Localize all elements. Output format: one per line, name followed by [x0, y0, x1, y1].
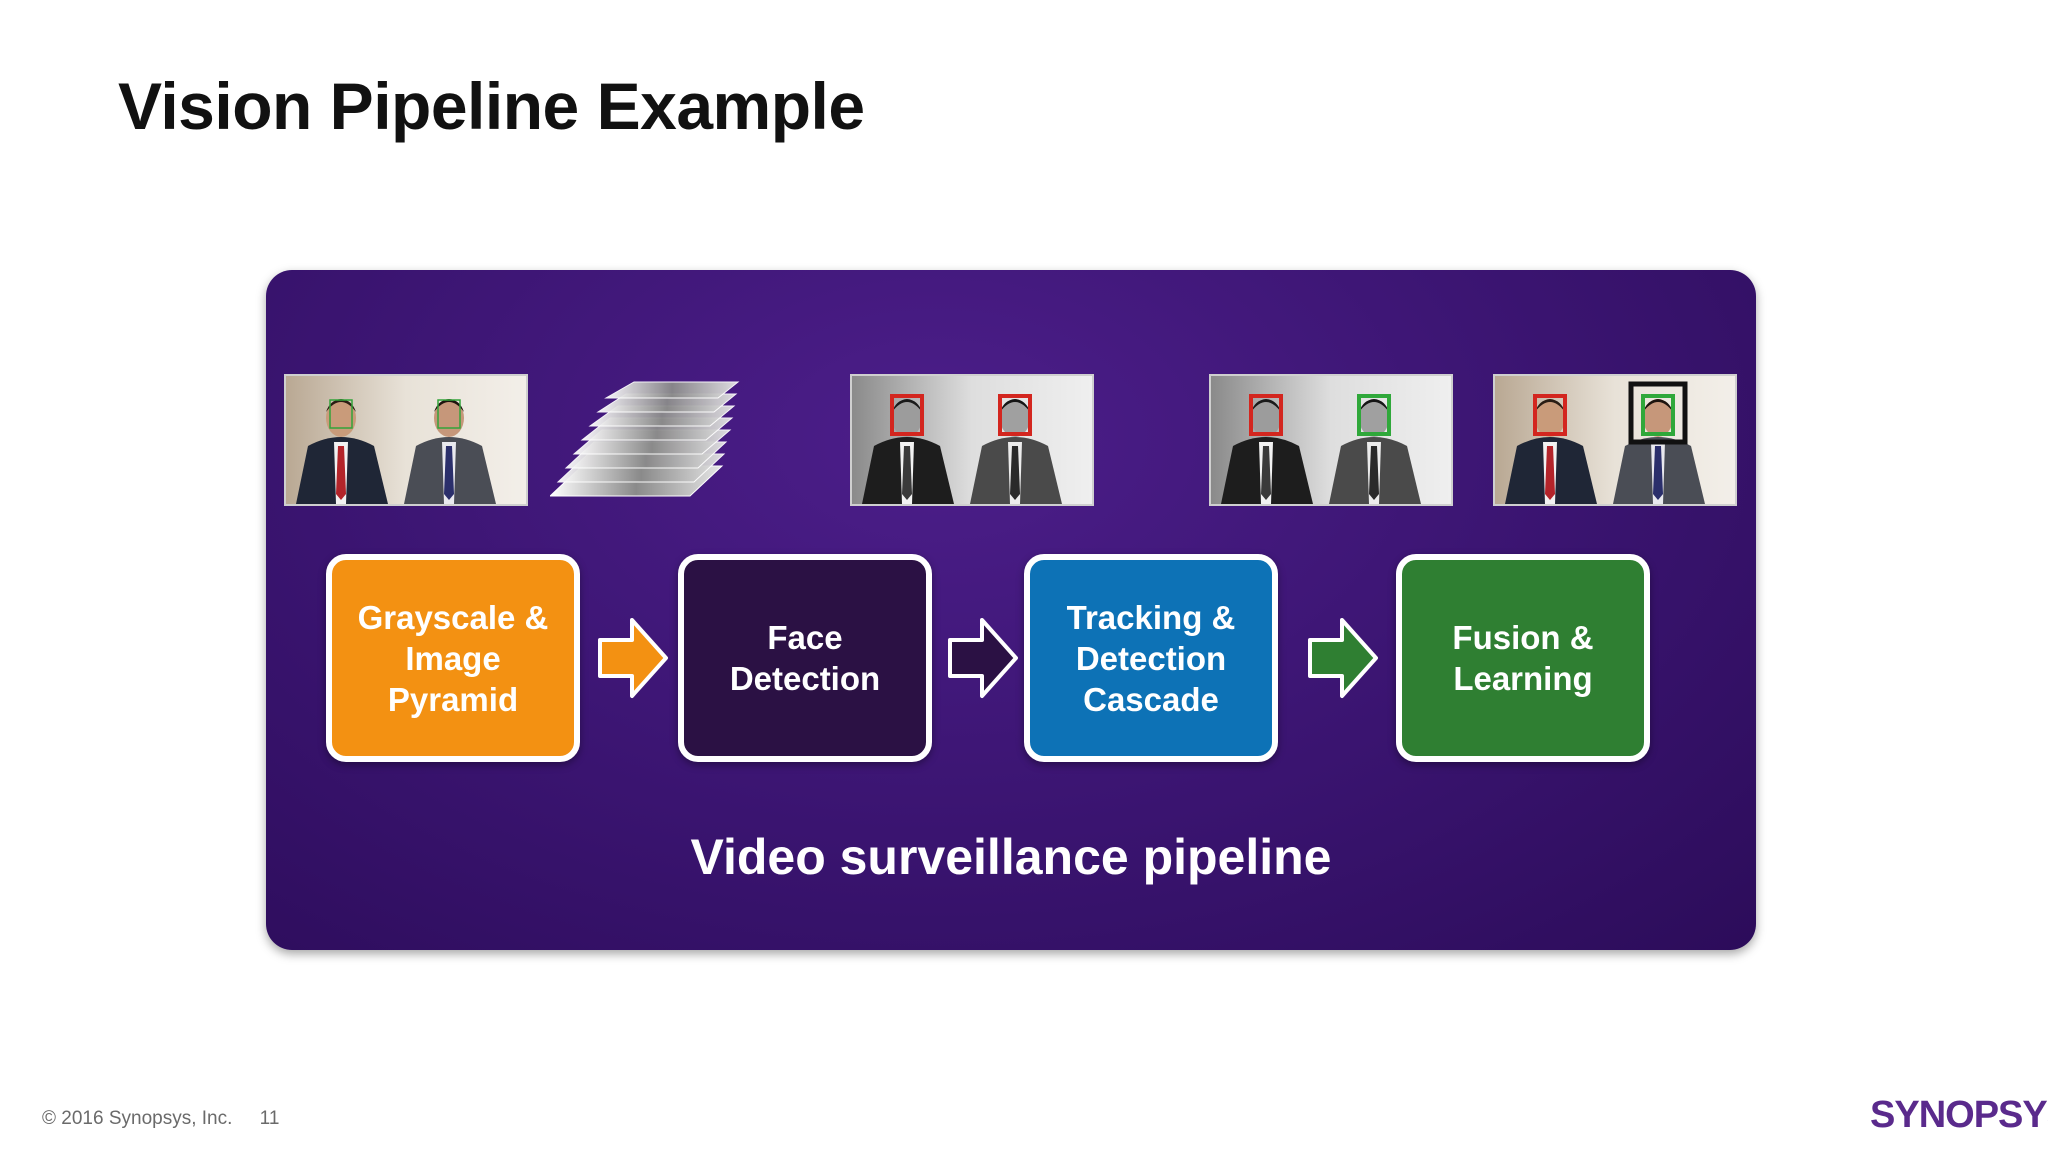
image-pyramid-icon [550, 381, 740, 497]
pipeline-caption: Video surveillance pipeline [690, 829, 1332, 885]
arrow-right-orange-icon [598, 618, 668, 698]
tracking-thumbnail [1209, 374, 1453, 506]
synopsys-logo: SYNOPSYS® [1870, 1094, 2048, 1137]
stage-grayscale-pyramid: Grayscale & Image Pyramid [326, 554, 580, 762]
pipeline-panel: Grayscale & Image Pyramid Face Detection… [266, 270, 1756, 950]
footer: © 2016 Synopsys, Inc. 11 [42, 1108, 279, 1130]
stage-fusion-learning: Fusion & Learning [1396, 554, 1650, 762]
face-detection-thumbnail [850, 374, 1094, 506]
arrow-right-dark-icon [948, 618, 1018, 698]
slide-title: Vision Pipeline Example [118, 69, 865, 143]
copyright-text: © 2016 Synopsys, Inc. [42, 1108, 233, 1129]
stage-tracking-detection-cascade: Tracking & Detection Cascade [1024, 554, 1278, 762]
stage-label: Fusion & Learning [1452, 619, 1594, 697]
arrow-right-green-icon [1308, 618, 1378, 698]
stage-label: Face Detection [729, 619, 881, 697]
stage-face-detection: Face Detection [678, 554, 932, 762]
fusion-thumbnail [1493, 374, 1737, 506]
color-input-thumbnail [284, 374, 528, 506]
stage-label: Tracking & Detection Cascade [1066, 598, 1236, 718]
stage-label: Grayscale & Image Pyramid [357, 598, 549, 718]
page-number: 11 [259, 1108, 280, 1129]
logo-text: SYNOPSYS [1870, 1094, 2048, 1136]
